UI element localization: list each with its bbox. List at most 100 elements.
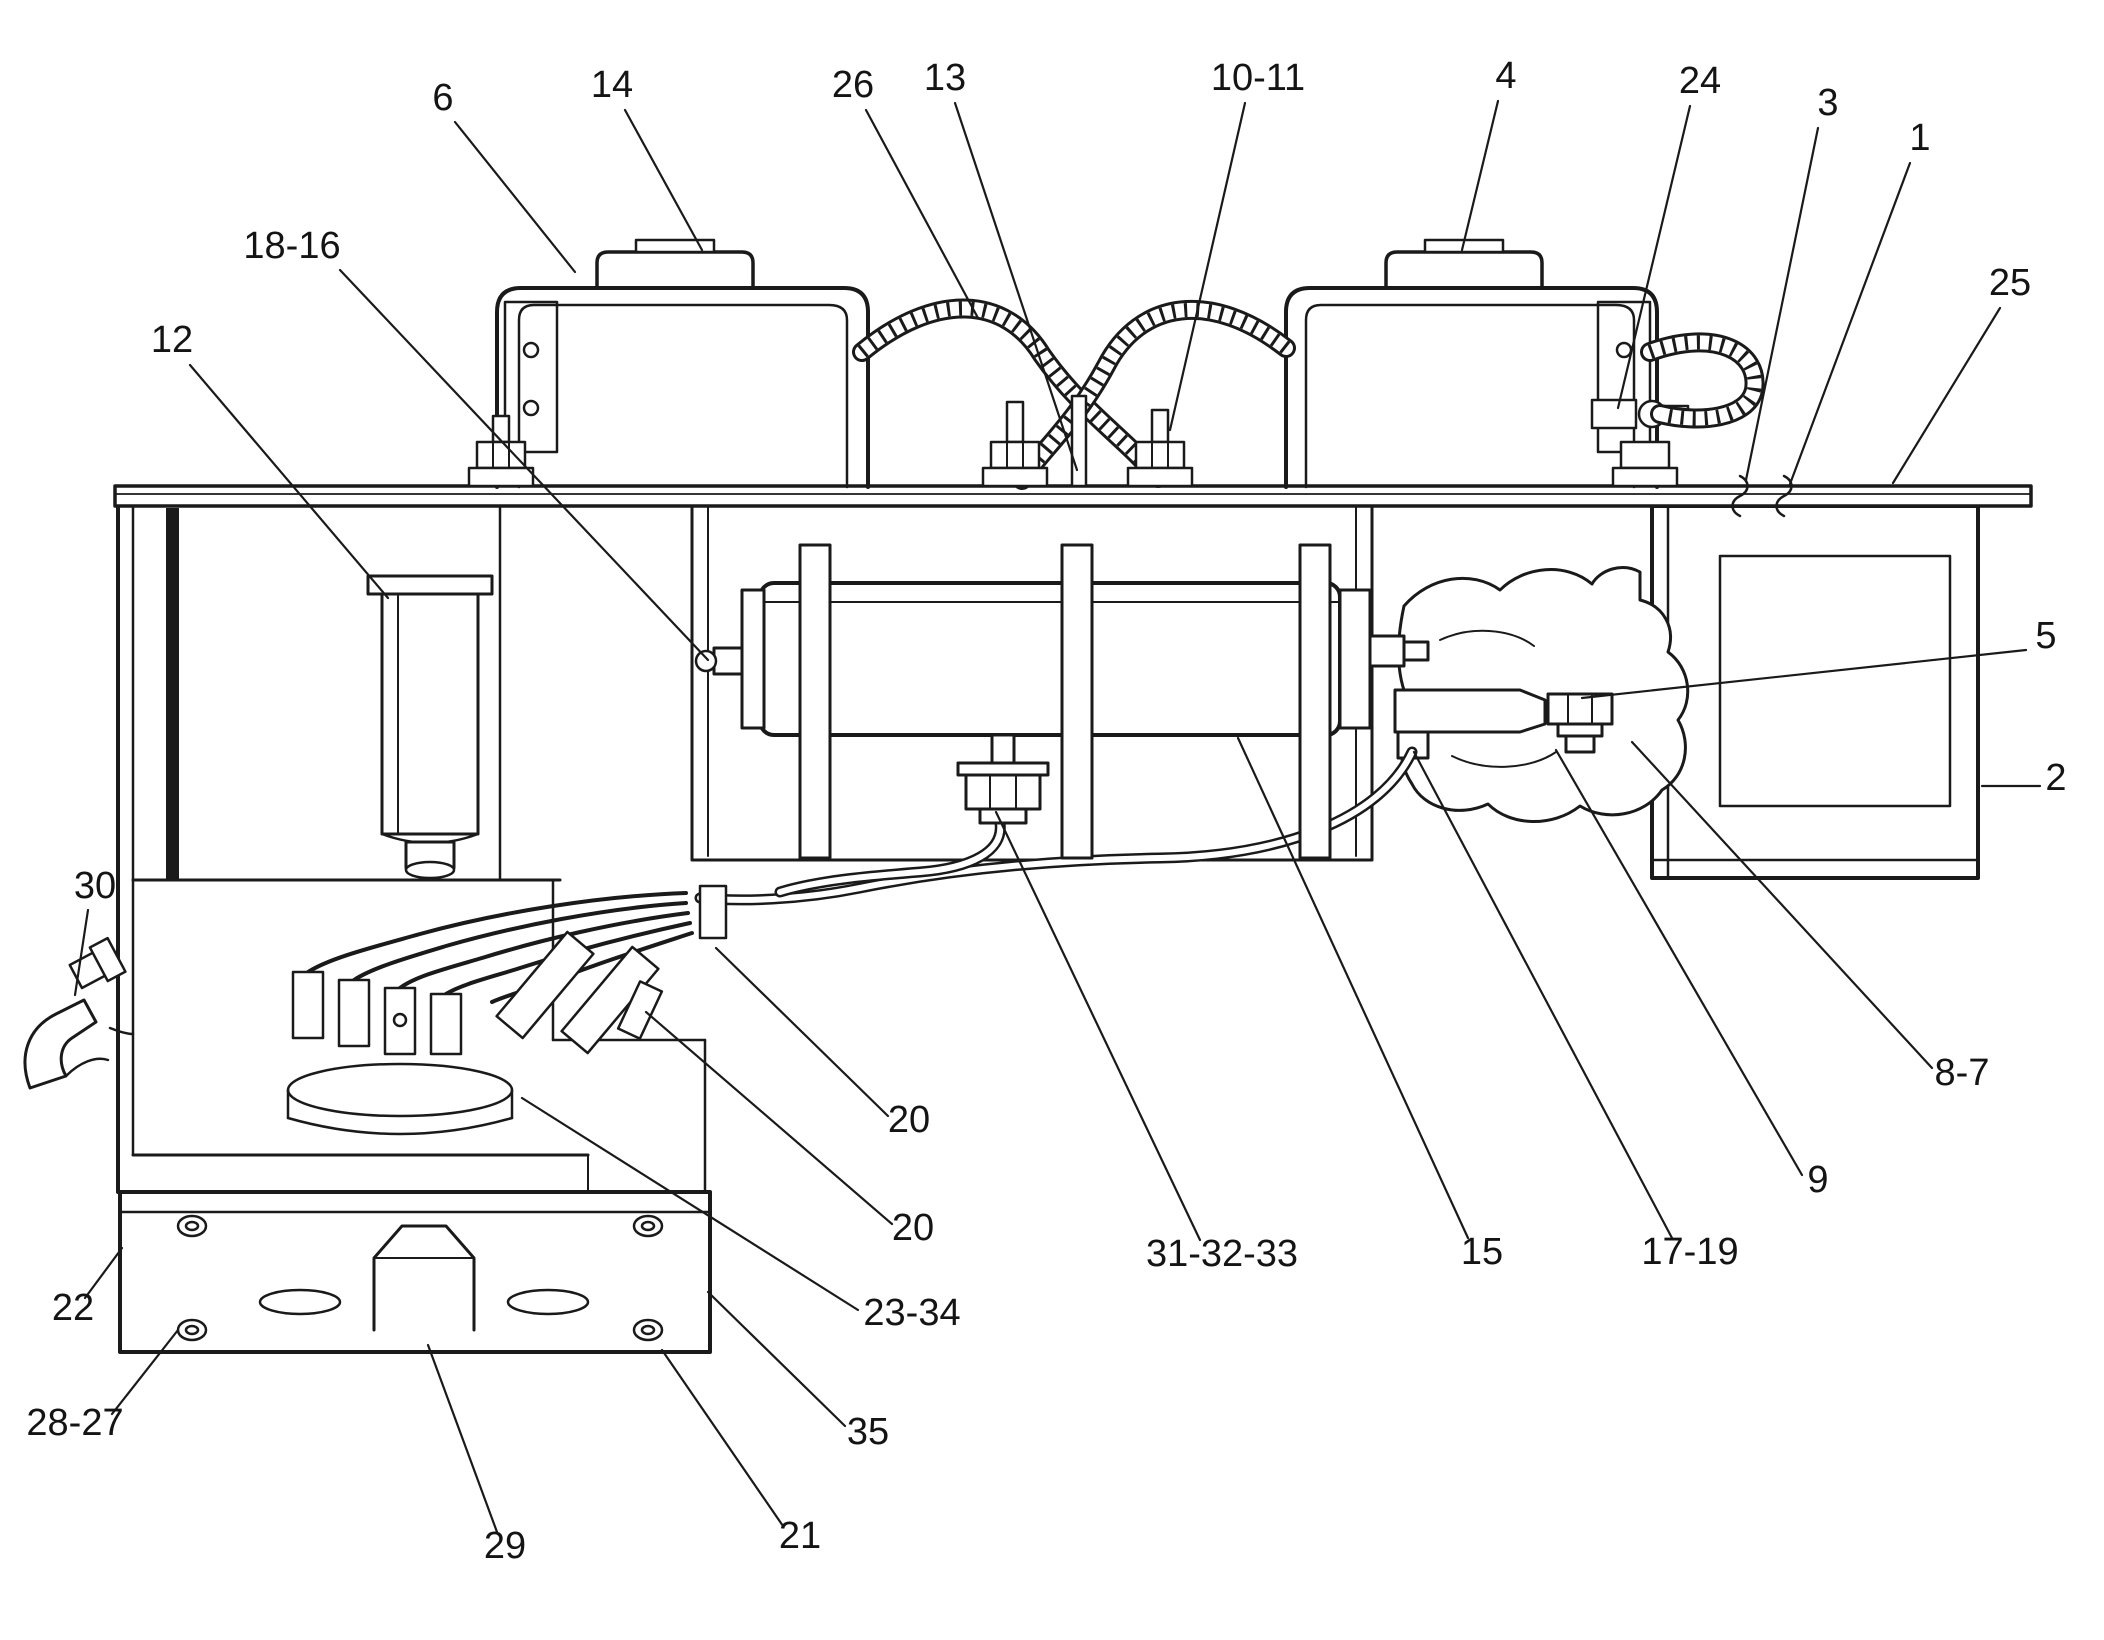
slot-hole [258, 1288, 342, 1316]
bleed-fitting [712, 646, 744, 676]
right-port-nut [1402, 640, 1430, 662]
callout-25: 25 [1989, 262, 2031, 304]
clevis-fork [23, 936, 135, 1090]
leader-line-17-19 [1412, 750, 1674, 1240]
hose-right [1012, 299, 1296, 490]
callout-3: 3 [1817, 82, 1838, 124]
leader-line-13 [953, 101, 1079, 472]
bottom-plate-box [118, 1190, 712, 1354]
callout-31-32-33: 31-32-33 [1146, 1233, 1298, 1275]
bracket-bolt-right [1611, 440, 1679, 488]
leader-line-15 [1236, 736, 1470, 1240]
callout-28-27: 28-27 [26, 1402, 123, 1444]
terminals [291, 970, 463, 1056]
nut-bolt-assembly [956, 733, 1050, 825]
callout-12: 12 [151, 319, 193, 361]
booster-cylinder [694, 543, 1430, 860]
callout-20: 20 [892, 1207, 934, 1249]
reservoir-right-cap [1384, 250, 1544, 290]
callout-14: 14 [591, 64, 633, 106]
right-port [1368, 634, 1406, 668]
callout-5: 5 [2035, 615, 2056, 657]
leader-lines [73, 99, 2042, 1534]
callout-10-11: 10-11 [1211, 57, 1305, 99]
clamp-strap [798, 543, 832, 860]
callout-13: 13 [924, 57, 966, 99]
break-mark [1731, 474, 1749, 518]
leader-line-6 [453, 120, 577, 274]
callout-15: 15 [1461, 1231, 1503, 1273]
leader-line-35 [706, 1290, 847, 1428]
screw [176, 1214, 208, 1238]
callout-35: 35 [847, 1411, 889, 1453]
leader-line-18-16 [338, 268, 710, 662]
bracket-casting [1393, 566, 1690, 823]
callout-1: 1 [1909, 117, 1930, 159]
center-bolt-a [981, 400, 1049, 488]
callout-6: 6 [432, 77, 453, 119]
hose-left [852, 298, 1168, 488]
center-boss [372, 1224, 476, 1332]
support-arm [1393, 688, 1547, 734]
wire-clamps [616, 884, 728, 1040]
leader-line-14 [623, 108, 704, 252]
vertical-cylinder [366, 574, 494, 880]
angled-connectors [495, 930, 660, 1055]
leader-line-21 [660, 1348, 785, 1528]
screw [632, 1214, 664, 1238]
bracket-plate-left [503, 300, 559, 454]
leader-line-23-34 [520, 1096, 860, 1312]
leader-line-29 [426, 1343, 499, 1534]
clamp-strap [1060, 543, 1094, 860]
leader-line-1 [1788, 161, 1912, 486]
callout-29: 29 [484, 1525, 526, 1567]
leader-line-30 [73, 908, 90, 997]
clamp-strap [1298, 543, 1332, 860]
leader-line-3 [1744, 126, 1820, 482]
bracket-bolt-left [467, 414, 535, 488]
leader-line-8-7 [1630, 740, 1934, 1070]
leader-line-22 [83, 1246, 124, 1300]
reservoir-left [467, 238, 870, 489]
callout-17-19: 17-19 [1641, 1231, 1738, 1273]
leader-line-12 [188, 363, 390, 600]
leader-line-5 [1580, 648, 2028, 700]
bracket-plate-right [1596, 300, 1652, 454]
leader-line-25 [1891, 306, 2002, 485]
callout-30: 30 [74, 865, 116, 907]
callout-20: 20 [888, 1099, 930, 1141]
canister [286, 1062, 514, 1136]
leader-line-31-32-33 [994, 810, 1202, 1242]
leader-line-28-27 [110, 1328, 180, 1416]
hose-loop [1640, 332, 1765, 429]
callout-2: 2 [2045, 757, 2066, 799]
callout-22: 22 [52, 1287, 94, 1329]
callout-9: 9 [1807, 1159, 1828, 1201]
callout-4: 4 [1495, 55, 1516, 97]
reservoir-left-cap [595, 250, 755, 290]
bracket-bolt [1546, 692, 1614, 754]
callout-23-34: 23-34 [863, 1292, 960, 1334]
leader-line-4 [1460, 99, 1500, 252]
bleed-nipple [694, 649, 718, 673]
center-pin [1070, 394, 1088, 488]
leader-line-10-11 [1168, 101, 1247, 432]
callout-18-16: 18-16 [243, 225, 340, 267]
right-housing [1650, 504, 1980, 880]
slot-hole [506, 1288, 590, 1316]
leader-line-24 [1616, 104, 1692, 410]
center-bolt-b [1126, 408, 1194, 488]
mounting-plate [113, 484, 2033, 508]
callout-8-7: 8-7 [1935, 1052, 1990, 1094]
leader-line-26 [864, 108, 980, 320]
leader-line-9 [1554, 748, 1804, 1177]
leader-line-20 [714, 946, 890, 1118]
callout-26: 26 [832, 64, 874, 106]
callout-21: 21 [779, 1515, 821, 1557]
callout-24: 24 [1679, 60, 1721, 102]
wire-clamp-1 [698, 884, 728, 940]
leader-line-20 [644, 1010, 894, 1226]
